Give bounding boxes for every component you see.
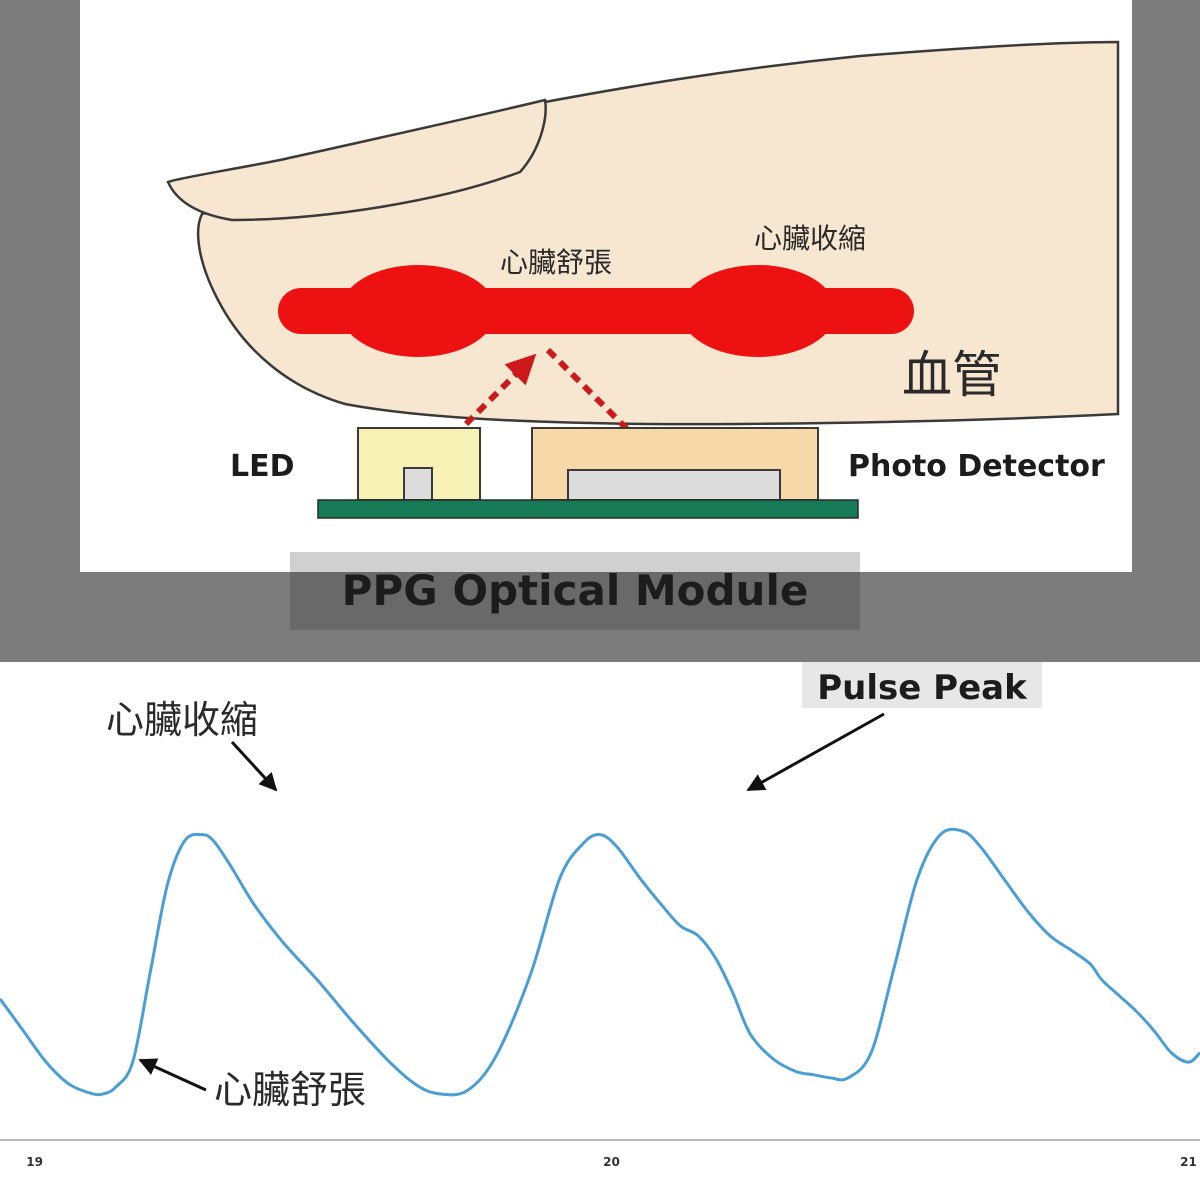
- systole-label: 心臟收縮: [754, 222, 866, 255]
- pcb-board: [317, 499, 859, 519]
- ppg-diagram: 心臟舒張 心臟收縮 血管 LED Photo Detector: [166, 40, 1120, 519]
- led-label: LED: [230, 449, 295, 484]
- fingernail-shape: [166, 98, 547, 222]
- x-tick-label: 21: [1180, 1155, 1197, 1169]
- ppg-waveform-line: [0, 827, 1200, 1097]
- x-tick-label: 19: [26, 1155, 43, 1169]
- x-tick-label: 20: [603, 1155, 620, 1169]
- pulse-peak-arrow: [746, 712, 885, 792]
- x-axis-ticks: 19 20 21: [26, 1155, 1197, 1169]
- waveform-systole-label: 心臟收縮: [106, 698, 258, 742]
- diastole-label: 心臟舒張: [500, 246, 612, 279]
- ppg-module-caption: PPG Optical Module: [290, 552, 860, 630]
- blood-vessel: [278, 265, 914, 357]
- pulse-peak-label: Pulse Peak: [802, 662, 1042, 708]
- photo-detector-chip: [567, 469, 781, 501]
- waveform-diastole-label: 心臟舒張: [214, 1068, 366, 1112]
- systole-arrow: [230, 740, 278, 792]
- diastole-arrow: [138, 1058, 207, 1092]
- photo-detector-label: Photo Detector: [848, 449, 1105, 484]
- led-chip: [403, 467, 433, 501]
- vessel-label: 血管: [902, 346, 1002, 404]
